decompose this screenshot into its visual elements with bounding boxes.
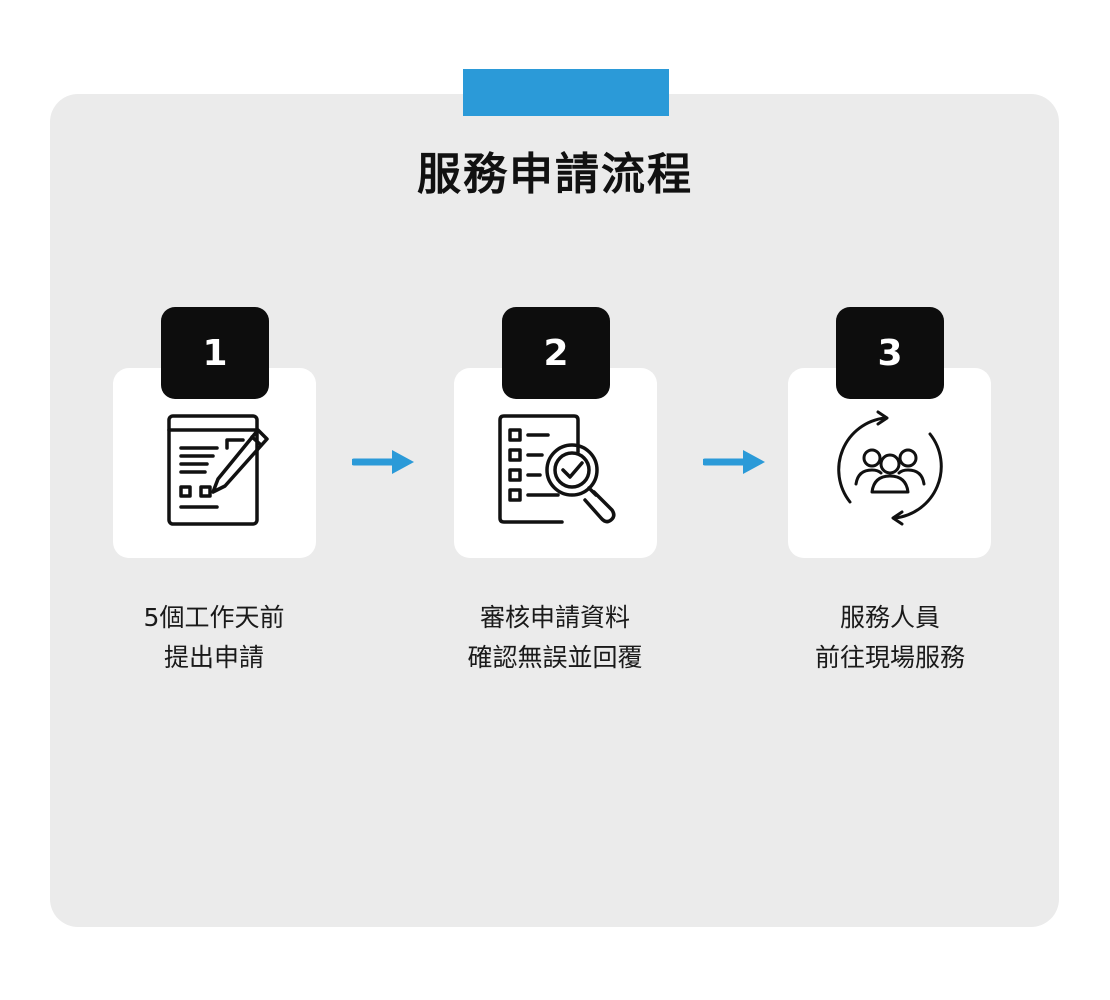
step-3-description: 服務人員 前往現場服務 [760, 598, 1020, 678]
step-1-badge: 1 [161, 307, 269, 399]
step-2-card [454, 368, 657, 558]
step-1-line-2: 提出申請 [163, 643, 264, 672]
step-1-description: 5個工作天前 提出申請 [84, 598, 344, 678]
arrow-right-icon [352, 450, 414, 474]
form-edit-icon [166, 414, 269, 526]
step-3-badge: 3 [836, 307, 944, 399]
step-2-line-1: 審核申請資料 [479, 603, 630, 632]
checklist-magnifier-icon [497, 414, 615, 524]
step-1-card [113, 368, 316, 558]
people-cycle-icon [836, 410, 943, 526]
step-2-badge: 2 [502, 307, 610, 399]
arrow-right-icon [703, 450, 765, 474]
step-2-line-2: 確認無誤並回覆 [467, 643, 643, 672]
step-1-line-1: 5個工作天前 [143, 603, 285, 632]
title-accent-bar [463, 69, 669, 116]
step-3-card [788, 368, 991, 558]
step-3-line-1: 服務人員 [839, 603, 940, 632]
page-title: 服務申請流程 [417, 149, 693, 200]
step-3-line-2: 前往現場服務 [814, 643, 965, 672]
step-2-description: 審核申請資料 確認無誤並回覆 [425, 598, 685, 678]
